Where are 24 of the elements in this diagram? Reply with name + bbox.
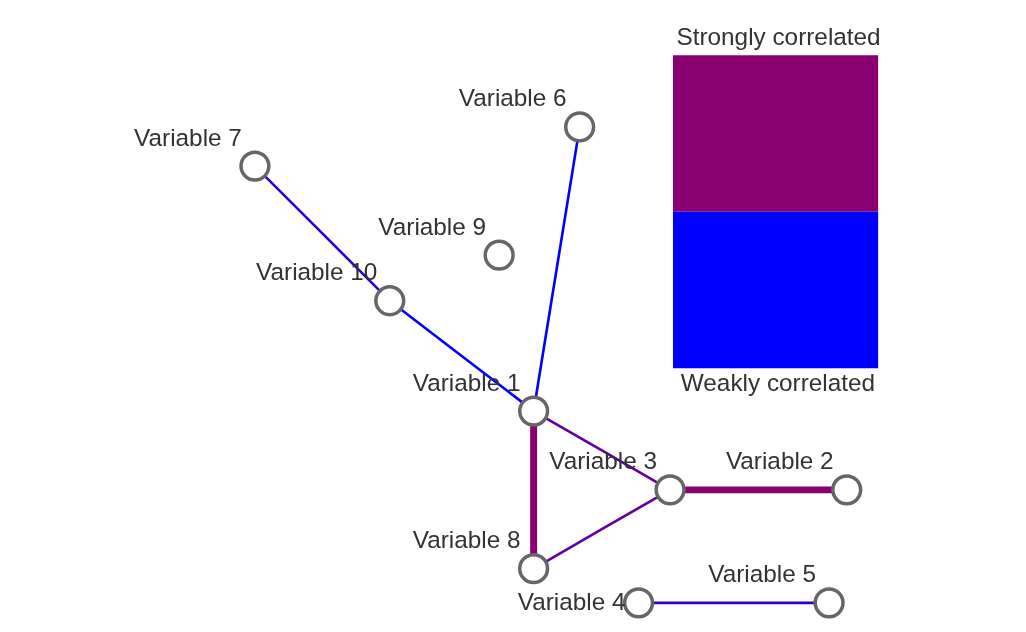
- node-circle: [238, 150, 271, 182]
- node-circle: [653, 474, 686, 506]
- connector: [534, 140, 579, 397]
- node-label: Variable 2: [725, 447, 834, 475]
- node-label: Variable 5: [707, 560, 816, 588]
- connector: [400, 308, 523, 404]
- connector: [683, 486, 832, 494]
- legend-label: Strongly correlated: [675, 23, 881, 51]
- connector: [529, 425, 537, 555]
- node-label: Variable 9: [377, 212, 486, 240]
- node-label: Variable 6: [458, 84, 567, 112]
- connector: [652, 601, 815, 605]
- legend-label: Weakly correlated: [680, 369, 875, 397]
- node-circle: [563, 111, 595, 143]
- node-circle: [483, 239, 515, 271]
- node-label: Variable 1: [412, 368, 521, 396]
- node-circle: [517, 553, 549, 585]
- node-circle: [830, 474, 862, 506]
- node-circle: [517, 395, 549, 427]
- connector: [263, 175, 381, 292]
- node-label: Variable 7: [133, 123, 242, 151]
- node-circle: [373, 285, 405, 317]
- node-label: Variable 8: [412, 526, 521, 554]
- node-circle: [812, 587, 845, 619]
